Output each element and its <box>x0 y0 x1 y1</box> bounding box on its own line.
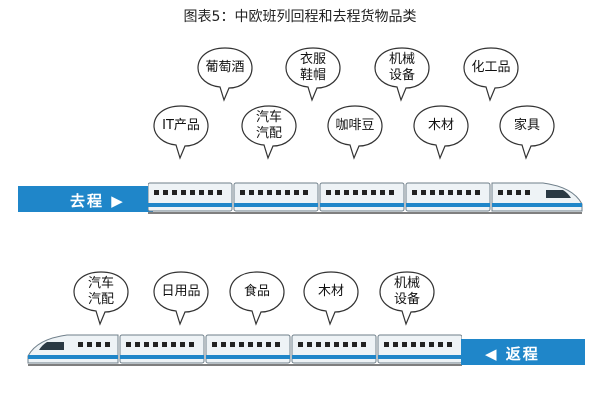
cargo-bubble-daily-goods: 日用品 <box>152 270 210 326</box>
cargo-label: 汽车 汽配 <box>255 110 282 141</box>
cargo-bubble-chemicals: 化工品 <box>462 46 520 102</box>
cargo-label: 汽车 汽配 <box>87 276 114 307</box>
cargo-label: 葡萄酒 <box>205 60 245 75</box>
speech-bubble-icon <box>499 105 555 160</box>
cargo-label: 化工品 <box>471 60 511 75</box>
speech-bubble-icon <box>303 271 359 326</box>
cargo-label: 机械 设备 <box>393 276 420 307</box>
return-direction-bar: ◀ 返程 <box>461 339 585 365</box>
cargo-bubble-food: 食品 <box>228 270 286 326</box>
cargo-bubble-wine: 葡萄酒 <box>196 46 254 102</box>
cargo-bubble-timber: 木材 <box>412 104 470 160</box>
cargo-bubble-machinery-return: 机械 设备 <box>378 270 436 326</box>
outbound-label: 去程 ▶ <box>70 192 125 210</box>
cargo-label: IT产品 <box>162 118 200 133</box>
cargo-bubble-coffee: 咖啡豆 <box>326 104 384 160</box>
cargo-label: 木材 <box>317 284 344 299</box>
speech-bubble-icon <box>413 105 469 160</box>
cargo-label: 家具 <box>513 118 540 133</box>
cargo-bubble-auto-parts: 汽车 汽配 <box>240 104 298 160</box>
cargo-label: 机械 设备 <box>388 52 415 83</box>
cargo-bubble-it-products: IT产品 <box>152 104 210 160</box>
cargo-label: 日用品 <box>161 284 201 299</box>
outbound-direction-bar: 去程 ▶ <box>18 186 153 212</box>
speech-bubble-icon <box>285 47 341 102</box>
figure-title: 图表5：中欧班列回程和去程货物品类 <box>183 9 417 25</box>
speech-bubble-icon <box>463 47 519 102</box>
cargo-label: 木材 <box>427 118 454 133</box>
speech-bubble-icon <box>379 271 435 326</box>
speech-bubble-icon <box>374 47 430 102</box>
outbound-train <box>148 182 583 214</box>
speech-bubble-icon <box>229 271 285 326</box>
speech-bubble-icon <box>73 271 129 326</box>
cargo-bubble-machinery: 机械 设备 <box>373 46 431 102</box>
cargo-bubble-timber-return: 木材 <box>302 270 360 326</box>
speech-bubble-icon <box>197 47 253 102</box>
cargo-bubble-clothing: 衣服 鞋帽 <box>284 46 342 102</box>
speech-bubble-icon <box>327 105 383 160</box>
return-train <box>27 334 462 366</box>
speech-bubble-icon <box>241 105 297 160</box>
cargo-bubble-furniture: 家具 <box>498 104 556 160</box>
speech-bubble-icon <box>153 271 209 326</box>
cargo-bubble-auto-parts-return: 汽车 汽配 <box>72 270 130 326</box>
speech-bubble-icon <box>153 105 209 160</box>
cargo-label: 衣服 鞋帽 <box>299 52 326 83</box>
cargo-label: 食品 <box>243 284 270 299</box>
cargo-label: 咖啡豆 <box>335 118 375 133</box>
return-label: ◀ 返程 <box>485 345 540 363</box>
